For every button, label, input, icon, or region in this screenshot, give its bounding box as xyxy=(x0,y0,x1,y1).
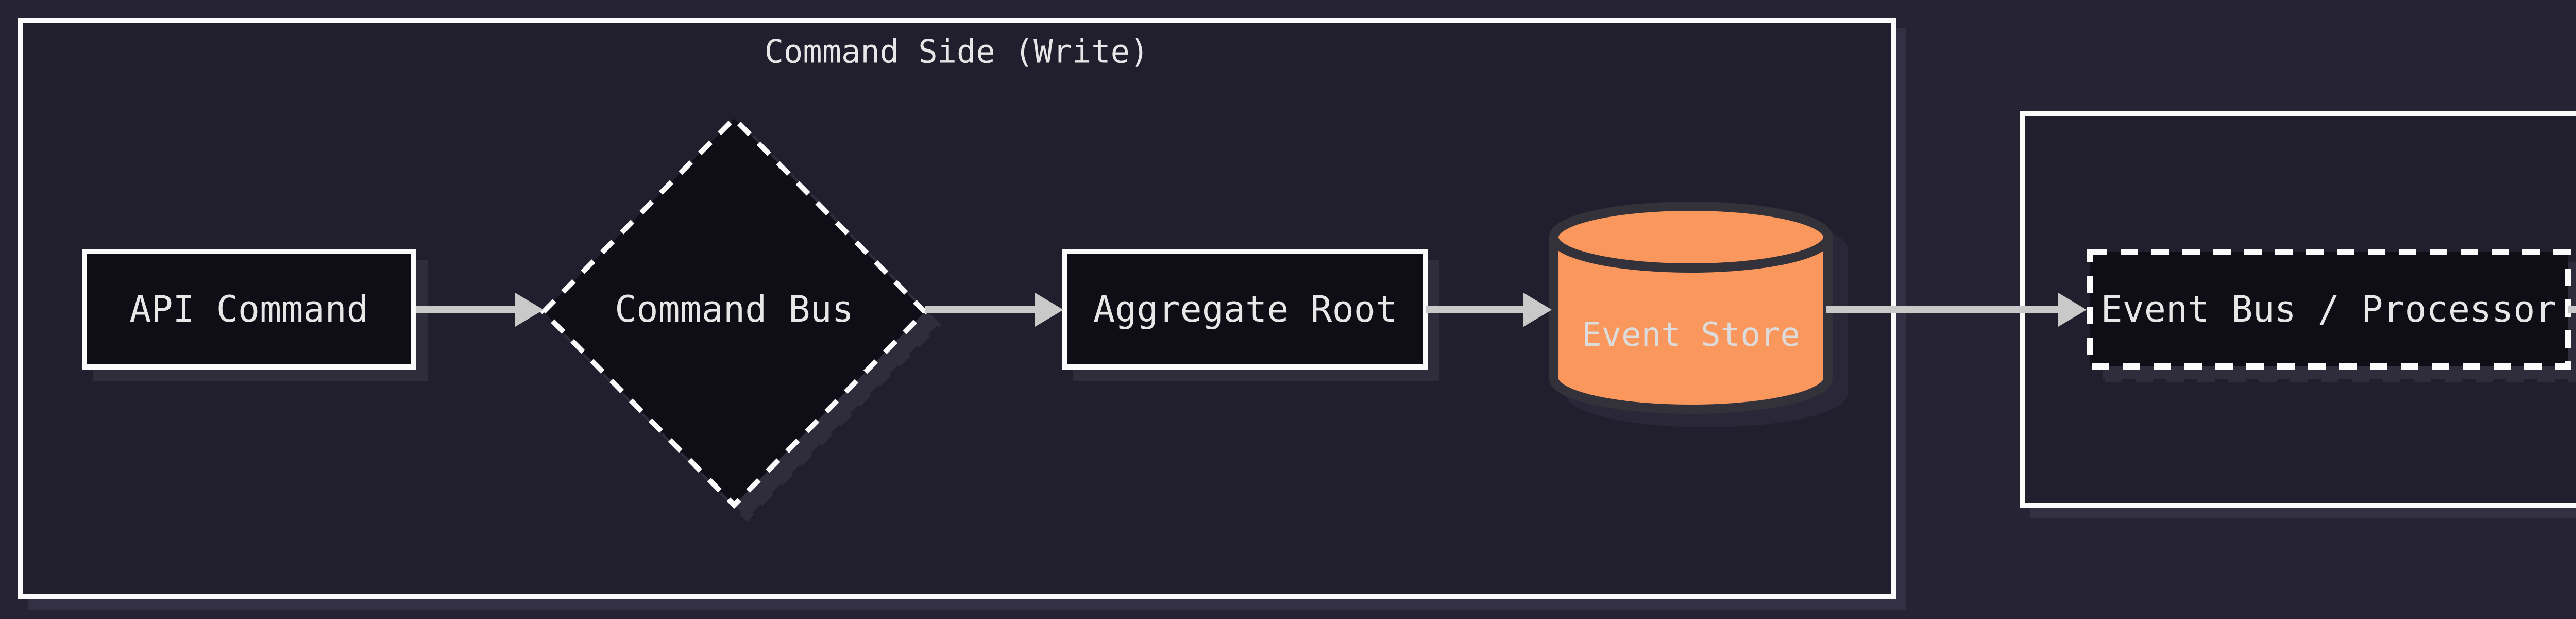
event-bus-label: Event Bus / Processor xyxy=(2100,288,2556,330)
command-side-title: Command Side (Write) xyxy=(765,33,1149,71)
arrow-command-bus-to-aggregate-root xyxy=(925,293,1063,327)
event-bus-box xyxy=(2087,249,2571,370)
arrow-event-store-to-event-bus xyxy=(1826,293,2087,327)
api-command-box xyxy=(82,249,416,370)
arrow-api-command-to-command-bus xyxy=(416,293,544,327)
event-store-cylinder xyxy=(1549,202,1833,414)
arrow-aggregate-root-to-event-store xyxy=(1426,293,1552,327)
aggregate-root-label: Aggregate Root xyxy=(1093,288,1397,330)
event-store-label: Event Store xyxy=(1582,316,1800,354)
api-command-label: API Command xyxy=(129,288,368,330)
aggregate-root-box xyxy=(1062,249,1428,370)
command-bus-label: Command Bus xyxy=(615,288,854,330)
